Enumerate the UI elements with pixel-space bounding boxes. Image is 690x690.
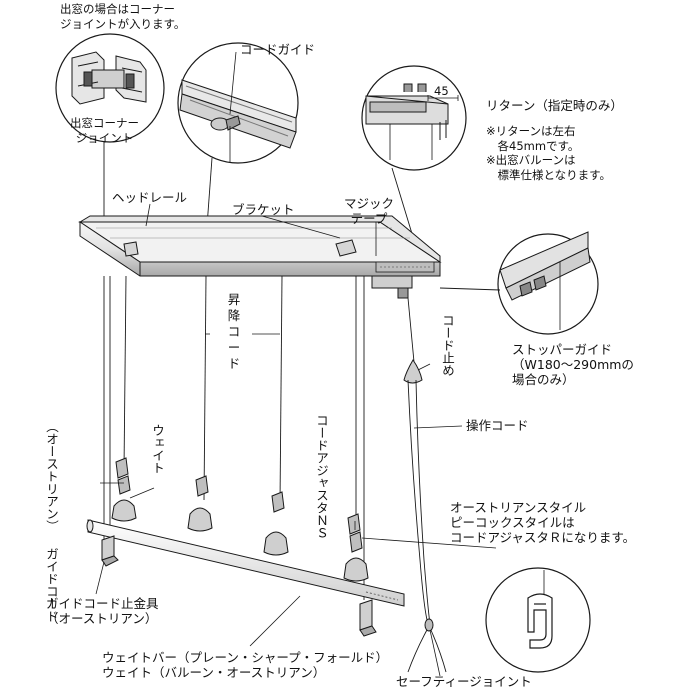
- corner-joint-label: 出窓コーナー ジョイント: [70, 116, 139, 145]
- safety-joint-icon: [424, 618, 434, 632]
- return-note-line-4: 標準仕様となります。: [486, 167, 612, 182]
- corner-note-label: 出窓の場合はコーナー ジョイントが入ります。: [60, 2, 185, 31]
- austrian-note-line-1: オーストリアンスタイル: [450, 500, 587, 515]
- weight-bar-line-1: ウェイトバー（プレーン・シャープ・フォールド）: [102, 650, 389, 665]
- lift-cord-char-4: ー: [227, 340, 241, 355]
- cord-adjuster-clips: [115, 457, 363, 553]
- austrian-note-label: オーストリアンスタイル ピーコックスタイルは コードアジャスタＲになります。: [450, 500, 635, 545]
- lift-cord-char-1: 昇: [227, 292, 241, 307]
- guide-cord-sub-line: （オーストリアン）: [44, 420, 59, 533]
- stopper-guide-icon: [499, 231, 591, 330]
- return-dimension: [427, 95, 459, 101]
- corner-joint-detail: [55, 33, 165, 143]
- cord-guide-detail: [177, 42, 299, 164]
- stopper-guide-detail: [497, 231, 599, 335]
- cord-adjuster-label: コードアジャスタＮＳ: [314, 414, 329, 539]
- guide-stopper-line-2: （オーストリアン）: [46, 611, 158, 626]
- guide-cord-brackets: [101, 535, 377, 637]
- corner-joint-icon: [71, 51, 147, 105]
- bracket-label: ブラケット: [232, 202, 295, 217]
- operation-cord-label: 操作コード: [466, 418, 529, 433]
- weight-bar-label: ウェイトバー（プレーン・シャープ・フォールド） ウェイト（バルーン・オーストリア…: [102, 650, 388, 680]
- corner-joint-line-2: ジョイント: [75, 130, 134, 145]
- lift-cord-char-3: コ: [227, 324, 241, 339]
- return-dimension-label: 45: [434, 84, 449, 98]
- stopper-guide-line-2: （W180～290mmの: [512, 357, 634, 372]
- return-note-line-1: ※リターンは左右: [486, 124, 576, 138]
- guide-stopper-line-1: ガイドコード止金具: [46, 596, 159, 611]
- weight-bar: [86, 519, 405, 607]
- leader-lines: [95, 51, 497, 677]
- cord-adjuster-r-icon: [527, 570, 553, 649]
- return-note-line-3: ※出窓バルーンは: [486, 153, 576, 167]
- lift-cord-char-2: 降: [227, 308, 241, 323]
- stopper-guide-label: ストッパーガイド （W180～290mmの 場合のみ）: [512, 342, 634, 387]
- corner-note-line-2: ジョイントが入ります。: [60, 16, 186, 31]
- cord-lock-box: [371, 275, 413, 299]
- weight-label: ウェイト: [150, 424, 165, 474]
- operation-cord-line: [407, 379, 447, 673]
- magic-tape-line-2: テープ: [350, 211, 388, 226]
- stopper-guide-line-1: ストッパーガイド: [512, 342, 613, 357]
- magic-tape-strip: [375, 261, 435, 273]
- corner-note-line-1: 出窓の場合はコーナー: [60, 2, 175, 16]
- cord-guide-label: コードガイド: [240, 42, 316, 57]
- return-notes-label: ※リターンは左右 各45mmです。 ※出窓バルーンは 標準仕様となります。: [486, 124, 611, 182]
- return-note-line-2: 各45mmです。: [486, 138, 580, 153]
- return-rail-icon: [365, 83, 449, 160]
- cord-stop-label: コード止め: [440, 314, 455, 377]
- lift-cord-char-5: ド: [227, 356, 241, 371]
- safety-joint-label: セーフティージョイント: [396, 674, 532, 689]
- austrian-note-line-2: ピーコックスタイルは: [450, 515, 575, 530]
- guide-cord-label: （オーストリアン） ガイドコード: [44, 420, 59, 623]
- stopper-guide-line-3: 場合のみ）: [512, 372, 575, 387]
- corner-joint-line-1: 出窓コーナー: [70, 116, 139, 130]
- weights: [111, 499, 369, 582]
- austrian-note-line-3: コードアジャスタＲになります。: [450, 530, 636, 545]
- magic-tape-line-1: マジック: [344, 196, 395, 211]
- return-title-label: リターン（指定時のみ）: [486, 98, 623, 113]
- lift-cord-label: 昇 降 コ ー ド: [226, 292, 242, 372]
- guide-stopper-label: ガイドコード止金具 （オーストリアン）: [46, 596, 159, 626]
- brackets: [123, 239, 357, 257]
- cord-guide-icon: [210, 115, 241, 162]
- cord-stop-icon: [403, 359, 423, 384]
- head-rail-label: ヘッドレール: [112, 190, 188, 205]
- weight-bar-line-2: ウェイト（バルーン・オーストリアン）: [102, 665, 326, 680]
- guide-cord-main-line: ガイドコード: [44, 547, 59, 623]
- cord-lines: [103, 275, 415, 600]
- magic-tape-label: マジック テープ: [344, 196, 394, 226]
- cord-adjuster-detail: [485, 567, 591, 673]
- return-detail: [361, 65, 467, 171]
